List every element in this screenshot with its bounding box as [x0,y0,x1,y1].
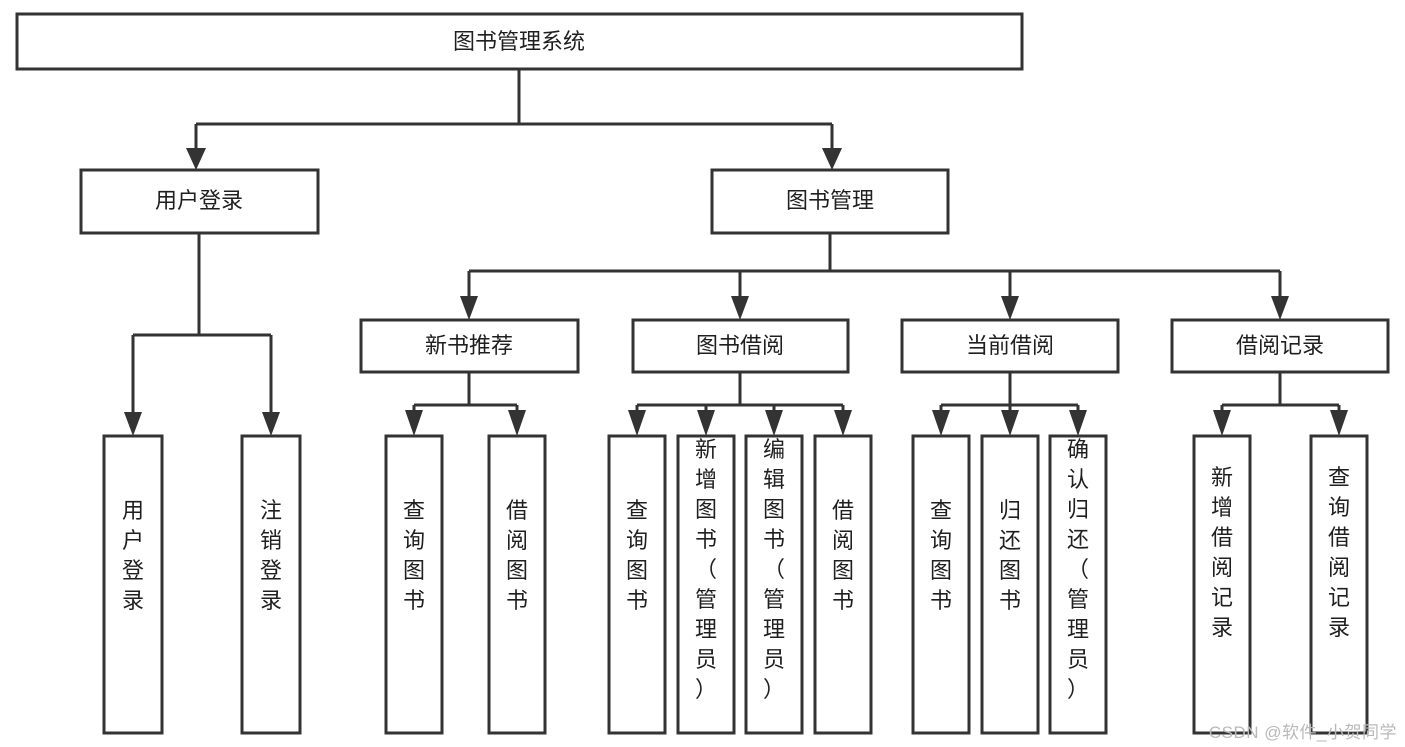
arrowhead-borrow-record [1271,296,1289,320]
node-leaf-user-login-box[interactable] [102,434,164,735]
node-leaf-logout-box[interactable] [240,434,302,735]
arrowhead-leaf-user-login [124,412,142,436]
node-leaf-edit-book-box[interactable] [744,434,804,735]
arrowhead-leaf-query-book-2 [628,410,646,436]
connectors-layer [124,69,1348,436]
node-leaf-return-book-label: 归还图书 [999,498,1021,613]
node-book-manage[interactable]: 图书管理 [710,168,950,235]
node-user-login[interactable]: 用户登录 [79,168,320,235]
node-root-label: 图书管理系统 [453,29,585,54]
arrowhead-leaf-query-book-3 [932,410,950,436]
node-leaf-borrow-book-1-label: 借阅图书 [506,498,528,613]
node-leaf-confirm-return-box[interactable] [1048,434,1108,735]
node-leaf-query-book-1[interactable]: 查询图书 [384,434,444,735]
arrowhead-leaf-borrow-book-2 [834,410,852,436]
arrowhead-new-book-rec [460,296,478,320]
node-leaf-return-book-box[interactable] [980,434,1040,735]
node-leaf-add-book-box[interactable] [676,434,736,735]
node-leaf-query-record-label: 查询借阅记录 [1328,465,1350,640]
node-leaf-query-book-3-box[interactable] [911,434,971,735]
node-root[interactable]: 图书管理系统 [15,12,1024,71]
node-leaf-query-book-3-label: 查询图书 [930,498,952,613]
arrowhead-book-manage [822,148,842,170]
arrowhead-leaf-borrow-book-1 [508,410,526,436]
node-new-book-rec[interactable]: 新书推荐 [359,318,580,374]
arrowhead-leaf-query-record [1330,410,1348,436]
node-leaf-add-record[interactable]: 新增借阅记录 [1192,434,1252,735]
arrowhead-user-login [186,148,206,170]
node-leaf-query-book-2[interactable]: 查询图书 [607,434,667,735]
node-leaf-query-record-box[interactable] [1309,434,1369,735]
node-leaf-borrow-book-1[interactable]: 借阅图书 [487,434,547,735]
node-leaf-borrow-book-2-box[interactable] [813,434,873,735]
node-current-borrow-box[interactable] [900,318,1120,374]
arrowhead-book-borrow [731,296,749,320]
node-root-box[interactable] [15,12,1024,71]
node-leaf-logout-label: 注销登录 [260,498,282,613]
arrowhead-leaf-query-book-1 [405,410,423,436]
arrowhead-leaf-return-book [1001,410,1019,436]
node-leaf-query-book-2-box[interactable] [607,434,667,735]
node-borrow-record-box[interactable] [1170,318,1390,374]
node-leaf-borrow-book-1-box[interactable] [487,434,547,735]
node-new-book-rec-box[interactable] [359,318,580,374]
node-leaf-add-book-label: 新增图书（管理员） [695,437,717,702]
node-leaf-borrow-book-2-label: 借阅图书 [832,498,854,613]
node-current-borrow-label: 当前借阅 [966,333,1054,358]
arrowhead-current-borrow [1001,296,1019,320]
node-leaf-add-record-label: 新增借阅记录 [1211,465,1233,640]
node-leaf-add-record-box[interactable] [1192,434,1252,735]
node-leaf-confirm-return-label: 确认归还（管理员） [1067,437,1089,702]
node-leaf-user-login-label: 用户登录 [122,498,144,613]
arrowhead-leaf-confirm-return [1069,410,1087,436]
node-user-login-box[interactable] [79,168,320,235]
node-book-manage-box[interactable] [710,168,950,235]
node-book-borrow-label: 图书借阅 [696,333,784,358]
node-leaf-query-book-1-label: 查询图书 [403,498,425,613]
node-leaf-confirm-return[interactable]: 确认归还（管理员） [1048,434,1108,735]
csdn-watermark: CSDN @软件_小贺同学 [1208,723,1397,742]
node-leaf-add-book[interactable]: 新增图书（管理员） [676,434,736,735]
node-leaf-query-book-1-box[interactable] [384,434,444,735]
node-leaf-return-book[interactable]: 归还图书 [980,434,1040,735]
node-leaf-borrow-book-2[interactable]: 借阅图书 [813,434,873,735]
node-borrow-record[interactable]: 借阅记录 [1170,318,1390,374]
node-leaf-logout[interactable]: 注销登录 [240,434,302,735]
node-book-borrow[interactable]: 图书借阅 [631,318,850,374]
node-book-borrow-box[interactable] [631,318,850,374]
node-book-manage-label: 图书管理 [786,188,874,213]
node-leaf-query-book-3[interactable]: 查询图书 [911,434,971,735]
arrowhead-leaf-edit-book [765,410,783,436]
arrowhead-leaf-add-book [697,410,715,436]
node-leaf-user-login[interactable]: 用户登录 [102,434,164,735]
node-leaf-edit-book[interactable]: 编辑图书（管理员） [744,434,804,735]
node-leaf-query-record[interactable]: 查询借阅记录 [1309,434,1369,735]
node-borrow-record-label: 借阅记录 [1236,333,1324,358]
arrowhead-leaf-logout [262,412,280,436]
node-new-book-rec-label: 新书推荐 [425,333,513,358]
node-leaf-query-book-2-label: 查询图书 [626,498,648,613]
node-current-borrow[interactable]: 当前借阅 [900,318,1120,374]
arrowhead-leaf-add-record [1213,410,1231,436]
node-leaf-edit-book-label: 编辑图书（管理员） [763,437,785,702]
node-user-login-label: 用户登录 [155,188,243,213]
